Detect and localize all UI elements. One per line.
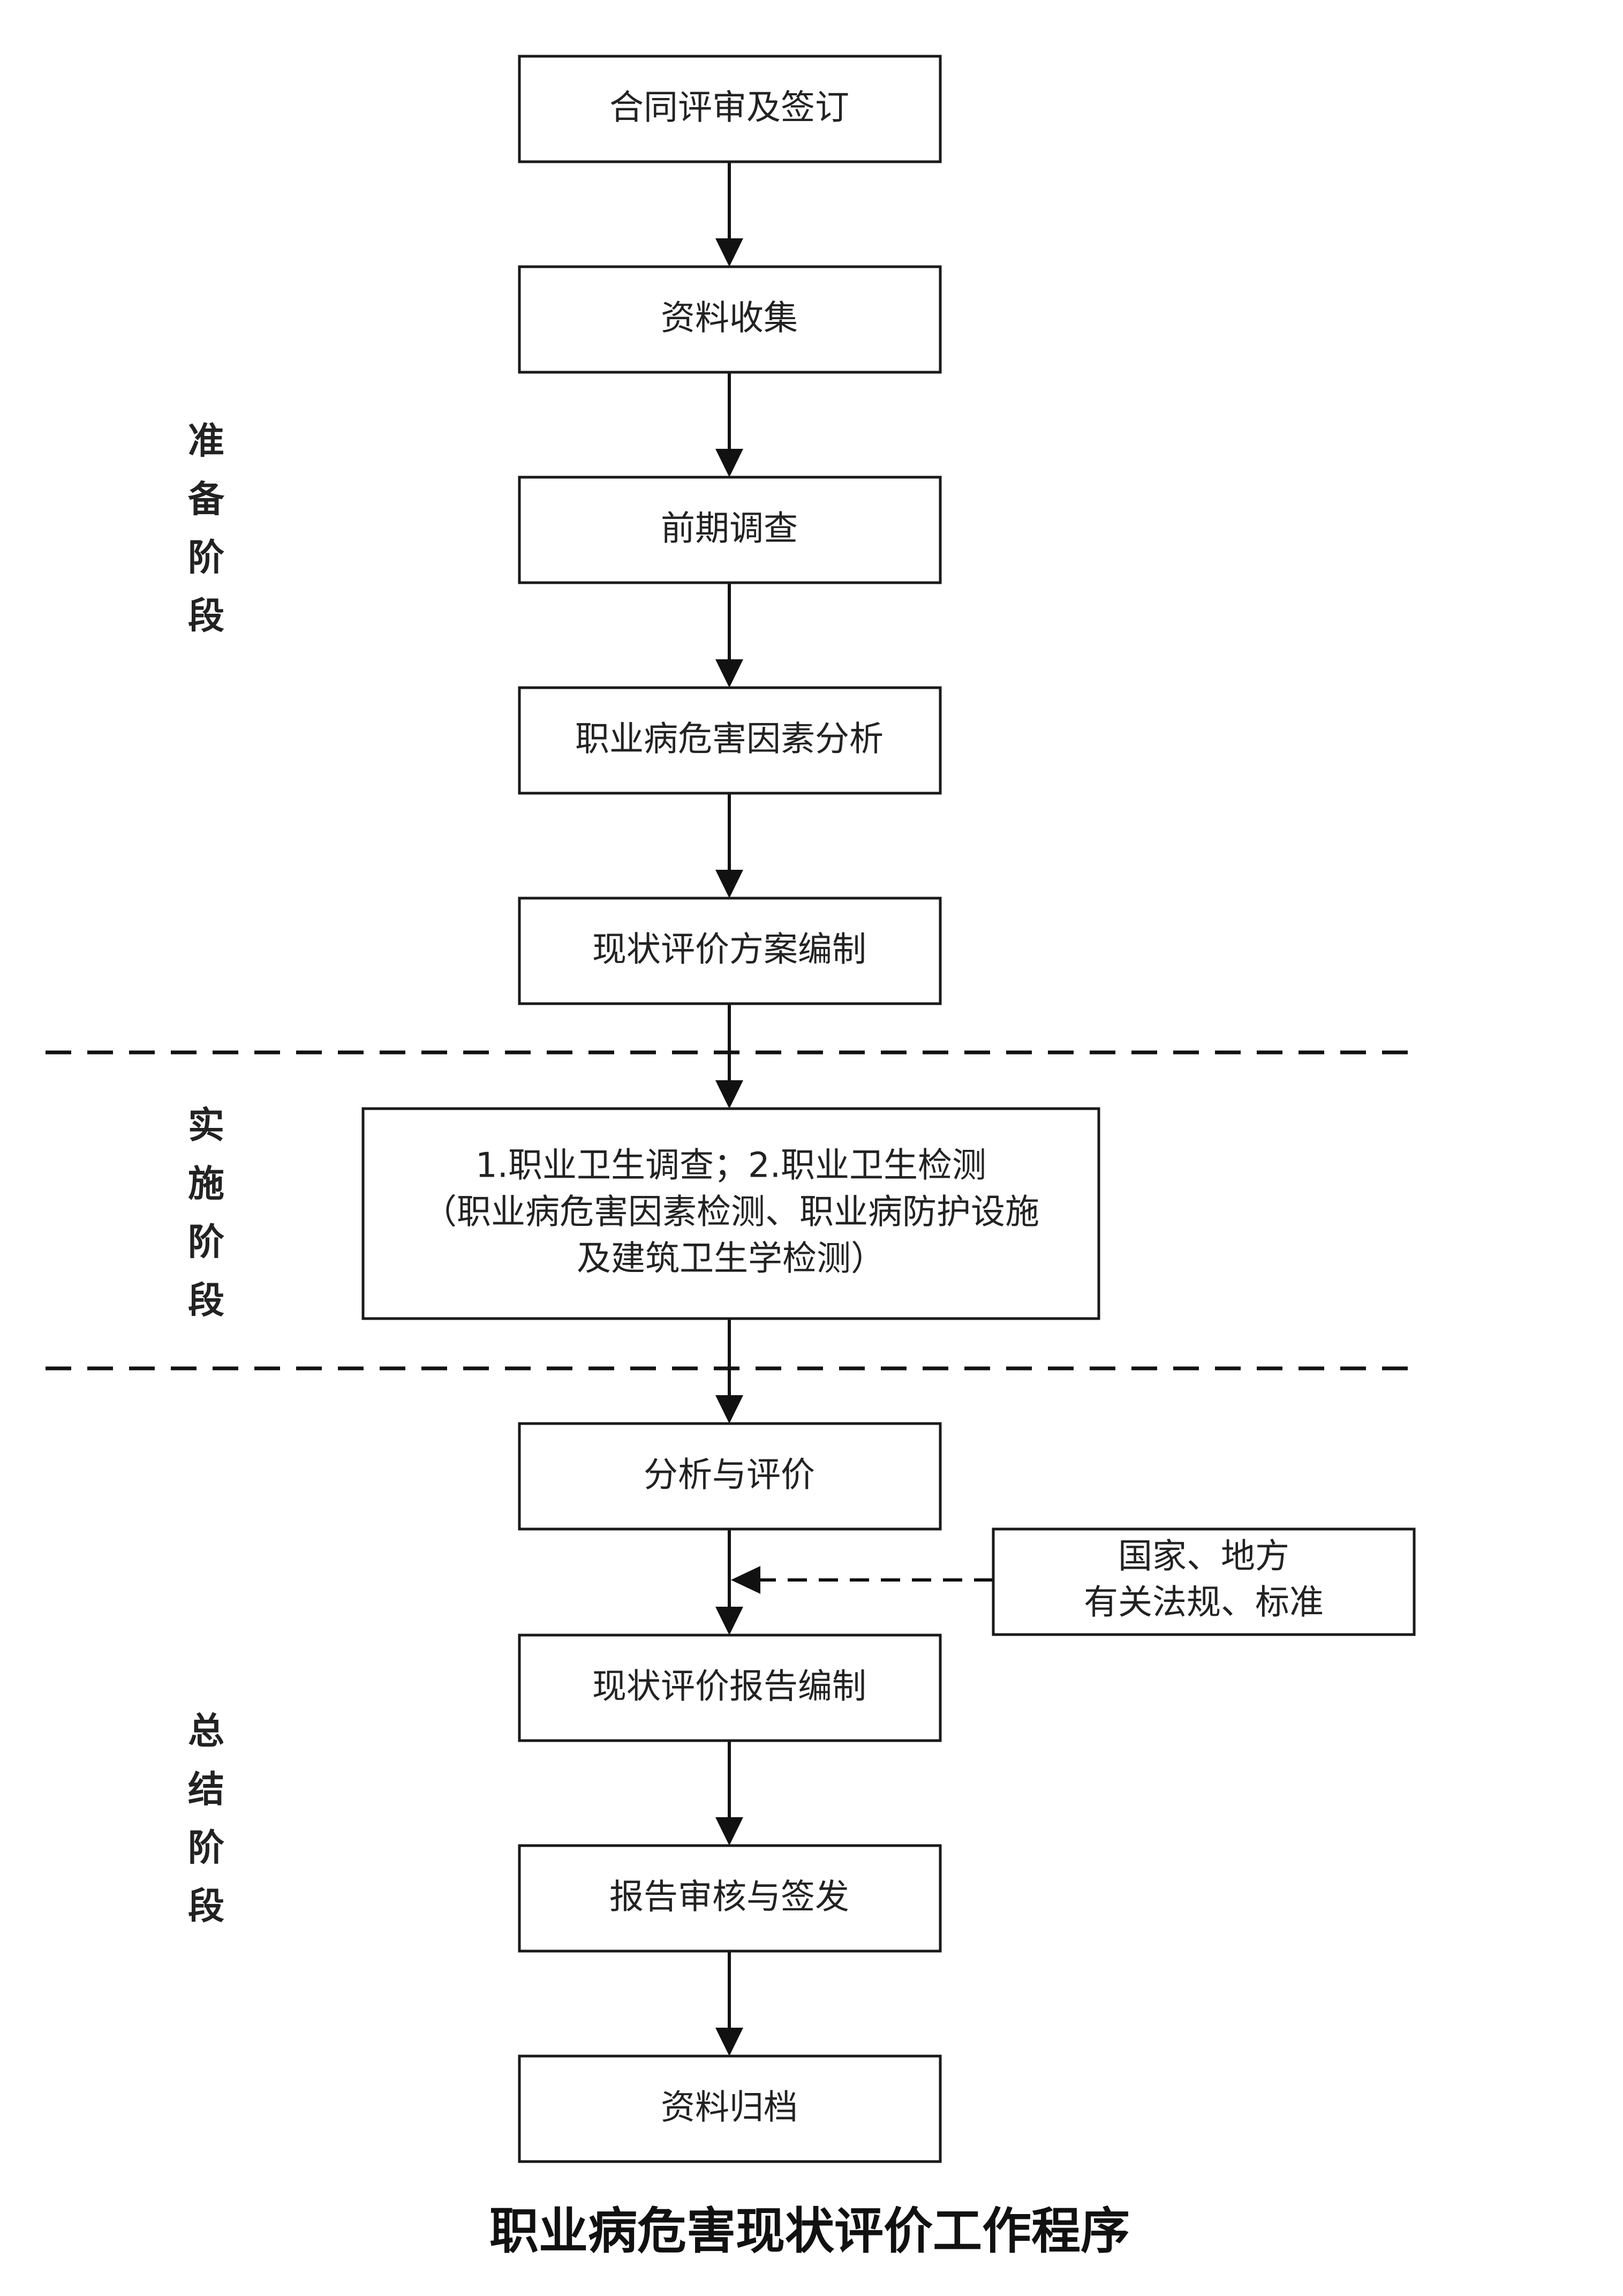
stage-char: 段	[188, 596, 224, 638]
step-label: 职业病危害因素分析	[575, 720, 884, 759]
step-label: 合同评审及签订	[609, 88, 849, 128]
arrowhead-3	[715, 659, 743, 688]
arrowhead-2	[715, 449, 743, 477]
step-implementation: 1.职业卫生调查；2.职业卫生检测 （职业病危害因素检测、职业病防护设施 及建筑…	[361, 1107, 1100, 1320]
arrowhead-4	[715, 870, 743, 898]
step-collect: 资料收集	[518, 265, 942, 374]
stage-char: 准	[188, 420, 224, 463]
arrowhead-5	[715, 1080, 743, 1109]
regulations-arrowhead	[731, 1566, 760, 1594]
arrowhead-1	[715, 238, 743, 267]
regulations-label-line-2: 有关法规、标准	[1084, 1583, 1324, 1623]
step-label: 前期调查	[661, 509, 798, 549]
arrowhead-7	[715, 1607, 743, 1635]
step-box	[518, 1633, 942, 1742]
step-label: 资料收集	[661, 299, 798, 338]
step-box	[518, 265, 942, 374]
step-factor-analysis: 职业病危害因素分析	[518, 686, 942, 795]
stage-char: 阶	[188, 1222, 224, 1264]
step-box	[518, 55, 942, 163]
step-box	[361, 1107, 1100, 1320]
step-box	[518, 1422, 942, 1531]
step-contract: 合同评审及签订	[518, 55, 942, 163]
arrowhead-9	[715, 2028, 743, 2056]
stage-char: 阶	[188, 537, 224, 579]
stage-char: 实	[188, 1105, 224, 1147]
stage-label-summary: 总 结 阶 段	[188, 1711, 224, 1928]
arrowhead-8	[715, 1817, 743, 1846]
step-survey: 前期调查	[518, 476, 942, 584]
stage-label-prep: 准 备 阶 段	[188, 420, 225, 638]
step-analysis: 分析与评价	[518, 1422, 942, 1531]
arrowhead-6	[715, 1395, 743, 1424]
step-plan: 现状评价方案编制	[518, 897, 942, 1005]
step-archive: 资料归档	[518, 2054, 942, 2163]
stage-char: 总	[188, 1711, 224, 1753]
stage-label-implementation: 实 施 阶 段	[188, 1105, 224, 1322]
regulations-box: 国家、地方 有关法规、标准	[992, 1527, 1416, 1636]
step-label: 现状评价报告编制	[592, 1667, 866, 1707]
stage-char: 段	[188, 1886, 224, 1928]
step-label: 报告审核与签发	[609, 1878, 849, 1917]
flow-connectors	[715, 162, 743, 2056]
stage-char: 结	[188, 1769, 224, 1811]
step-label-line-1: 1.职业卫生调查；2.职业卫生检测	[475, 1146, 986, 1186]
step-label: 现状评价方案编制	[592, 930, 866, 970]
step-box	[518, 686, 942, 795]
step-report: 现状评价报告编制	[518, 1633, 942, 1742]
diagram-title: 职业病危害现状评价工作程序	[489, 2202, 1130, 2260]
step-label: 资料归档	[661, 2088, 798, 2128]
step-label-line-2: （职业病危害因素检测、职业病防护设施	[422, 1193, 1039, 1232]
step-box	[518, 2054, 942, 2163]
regulations-label-line-1: 国家、地方	[1118, 1537, 1289, 1577]
step-review: 报告审核与签发	[518, 1844, 942, 1953]
step-box	[518, 476, 942, 584]
stage-char: 段	[188, 1280, 224, 1322]
step-box	[518, 1844, 942, 1953]
regulations-box-frame	[992, 1527, 1416, 1636]
step-label: 分析与评价	[644, 1456, 815, 1495]
stage-char: 施	[188, 1163, 224, 1206]
step-box	[518, 897, 942, 1005]
stage-char: 阶	[188, 1827, 224, 1870]
step-label-line-3: 及建筑卫生学检测）	[577, 1239, 885, 1279]
stage-char: 备	[188, 479, 225, 521]
